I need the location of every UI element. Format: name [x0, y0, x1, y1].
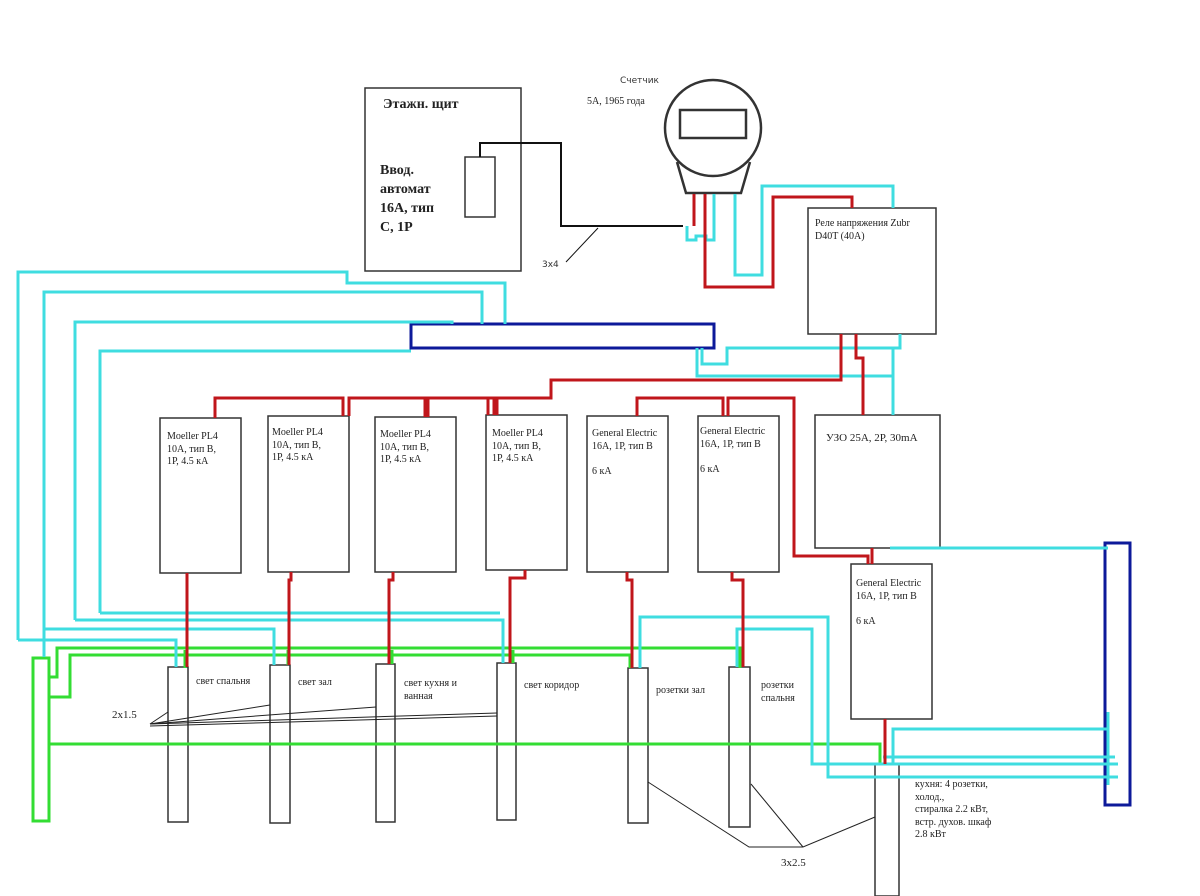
circuit-label-1: свет спальня	[196, 676, 251, 687]
rcd-label: УЗО 25А, 2Р, 30mA	[826, 432, 918, 444]
breaker-label-2: Moeller PL4 10А, тип В, 1Р, 4.5 кА	[272, 427, 323, 463]
circuit-label-4: свет коридор	[524, 680, 580, 691]
circuit-label-3: свет кухня и ванная	[404, 678, 457, 702]
breaker-label-7: General Electric 16А, 1Р, тип В 6 кА	[856, 578, 922, 627]
relay-box	[807, 207, 937, 335]
meter-display	[678, 108, 748, 140]
circuit-label-2: свет зал	[298, 677, 332, 688]
meter-spec: 5А, 1965 года	[587, 96, 645, 107]
breaker-box-3	[374, 416, 457, 573]
breaker-label-5: General Electric 16А, 1Р, тип В 6 кА	[592, 428, 658, 477]
ground-bus	[31, 656, 51, 823]
lighting-cable-label: 2x1.5	[112, 709, 137, 721]
neutral-bus-right	[1103, 541, 1132, 807]
relay-label: Реле напряжения Zubr D40T (40A)	[815, 218, 910, 242]
breaker-label-3: Moeller PL4 10А, тип В, 1Р, 4.5 кА	[380, 429, 431, 465]
input-cable-leader	[565, 227, 599, 263]
input-breaker-box	[464, 156, 496, 218]
input-feed-wire	[479, 142, 683, 227]
rcd-box	[814, 414, 941, 549]
meter-base	[675, 161, 752, 195]
circuit-label-7: кухня: 4 розетки, холод., стиралка 2.2 к…	[915, 779, 992, 840]
meter-dial	[663, 78, 763, 178]
floor-panel-box	[364, 87, 522, 272]
duct-4	[496, 662, 517, 821]
circuit-label-6: розетки спальня	[761, 680, 795, 704]
breaker-box-1	[159, 417, 242, 574]
breaker-box-6	[697, 415, 780, 573]
circuit-label-5: розетки зал	[656, 685, 705, 696]
meter-title: Счетчик	[620, 76, 659, 86]
duct-7	[874, 763, 900, 896]
input-breaker-label: Ввод. автомат 16А, тип С, 1Р	[380, 163, 435, 235]
floor-panel-title: Этажн. щит	[383, 97, 459, 112]
neutral-bus-top	[409, 322, 716, 350]
breaker-label-1: Moeller PL4 10А, тип В, 1Р, 4.5 кА	[167, 431, 218, 467]
input-cable-label: 3x4	[542, 260, 559, 270]
breaker-label-6: General Electric 16А, 1Р, тип В 6 кА	[700, 426, 766, 475]
breaker-box-7	[850, 563, 933, 720]
socket-cable-label: 3x2.5	[781, 857, 806, 869]
duct-6	[728, 666, 751, 828]
breaker-box-2	[267, 415, 350, 573]
breaker-label-4: Moeller PL4 10А, тип В, 1Р, 4.5 кА	[492, 428, 543, 464]
